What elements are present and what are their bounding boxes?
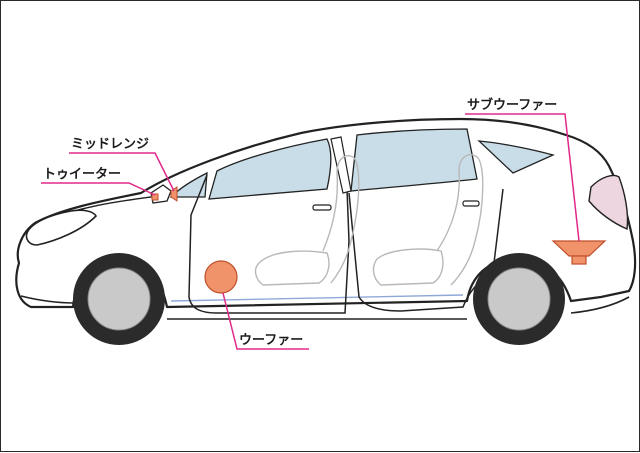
woofer-label: ウーファー bbox=[239, 332, 303, 347]
tweeter-callout-line bbox=[41, 182, 156, 196]
tweeter-label: トゥイーター bbox=[43, 166, 121, 181]
rocker-line bbox=[170, 294, 464, 302]
subwoofer-callout-line bbox=[465, 113, 580, 242]
midrange-speaker bbox=[170, 186, 178, 202]
tweeter-speaker bbox=[151, 193, 159, 201]
subwoofer-label: サブウーファー bbox=[467, 97, 557, 112]
b-pillar bbox=[330, 136, 352, 194]
tail-light bbox=[588, 174, 629, 231]
front-seat bbox=[254, 155, 360, 286]
rear-wheel bbox=[473, 253, 565, 345]
body-lower-line bbox=[20, 295, 630, 320]
front-door-outline bbox=[188, 174, 350, 314]
woofer-speaker bbox=[204, 260, 238, 294]
subwoofer-speaker bbox=[551, 240, 607, 265]
front-wheel bbox=[73, 253, 165, 345]
headlight bbox=[25, 209, 98, 246]
front-door-window bbox=[208, 138, 332, 200]
rear-quarter-window bbox=[477, 140, 555, 174]
midrange-label: ミッドレンジ bbox=[71, 136, 149, 151]
rear-seat bbox=[372, 153, 484, 286]
midrange-callout-line bbox=[69, 152, 175, 192]
front-door-handle bbox=[312, 204, 332, 211]
rear-door-handle bbox=[462, 200, 480, 207]
woofer-callout-line bbox=[222, 292, 309, 350]
